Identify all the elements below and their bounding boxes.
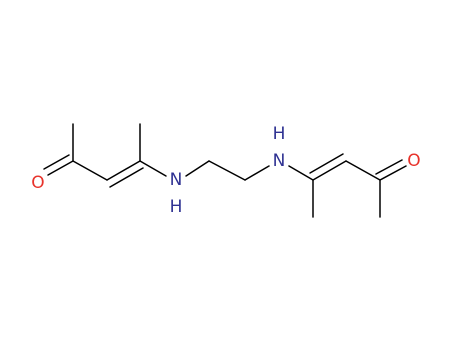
bond-left-alkene-nitrogen bbox=[139, 160, 167, 177]
bond-left-carbonyl-oxygen-a bbox=[47, 160, 74, 176]
bond-right-carbonyl-oxygen-b bbox=[375, 159, 403, 175]
bond-right-nitrogen-alkene bbox=[288, 165, 314, 181]
bond-left-nitrogen-ch2 bbox=[185, 160, 210, 177]
atom-label-oxygen-right: O bbox=[407, 151, 420, 171]
atom-label-hydrogen-left: H bbox=[170, 197, 183, 217]
bond-right-carbonyl-oxygen-a bbox=[379, 165, 407, 181]
atom-label-nitrogen-right: N bbox=[273, 151, 286, 171]
atom-label-oxygen-left: O bbox=[31, 173, 44, 193]
bond-left-carbonyl-oxygen-b bbox=[43, 154, 70, 170]
bond-left-alkene-b bbox=[109, 167, 144, 188]
atom-label-hydrogen-right: H bbox=[273, 124, 286, 144]
atom-label-nitrogen-left: N bbox=[170, 170, 183, 190]
atom-label-group: O N H N H O bbox=[31, 124, 420, 217]
bond-right-alpha-carbonyl bbox=[345, 160, 381, 181]
bond-bridge-ch2-right-nitrogen bbox=[244, 165, 270, 181]
bond-group bbox=[43, 123, 407, 218]
bond-right-alkene-b bbox=[309, 153, 344, 174]
bond-right-alkene-a bbox=[312, 160, 347, 181]
bond-left-carbonyl-alpha bbox=[72, 160, 108, 181]
bond-left-alkene-a bbox=[106, 160, 141, 181]
bond-bridge-ch2-ch2 bbox=[208, 160, 246, 181]
